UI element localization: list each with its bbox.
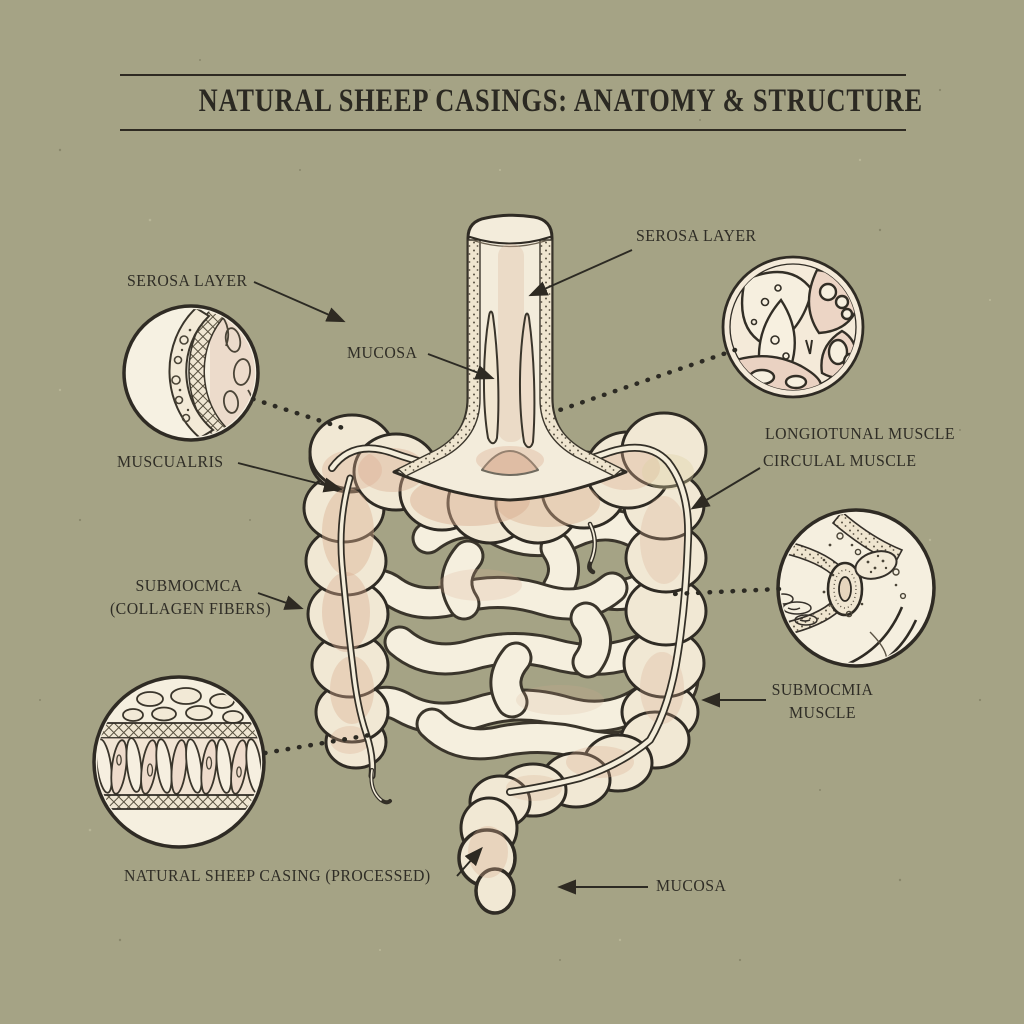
label-muscularis: MUSCUALRIS: [117, 452, 224, 471]
arrow-submucosa: [257, 592, 304, 610]
label-submucosa-muscle-line2: MUSCLE: [789, 703, 856, 722]
label-processed-casing: NATURAL SHEEP CASING (PROCESSED): [124, 866, 431, 885]
label-arrows: [237, 249, 766, 895]
page-title: NATURAL SHEEP CASINGS: ANATOMY & STRUCTU…: [198, 83, 923, 119]
connector-top-right-inset: [551, 347, 738, 415]
inset-tissue-layers-left: [122, 304, 260, 442]
title-rule-bottom: [120, 129, 906, 131]
label-serosa-layer-top: SEROSA LAYER: [636, 226, 757, 245]
arrow-muscularis: [237, 462, 343, 493]
arrow-serosa-top: [528, 249, 633, 297]
label-submucosa-muscle-line1: SUBMOCMIA: [771, 680, 874, 699]
label-submucosa-muscle: SUBMOCMIA MUSCLE: [764, 678, 880, 724]
arrow-mucosa-center: [427, 353, 495, 380]
inset-muscle-micro-right: [776, 508, 936, 668]
arrow-circular-muscle: [690, 467, 761, 510]
paper-texture: [39, 59, 992, 962]
dotted-connectors: [250, 347, 782, 756]
label-submucosa-line1: SUBMOCMCA: [135, 576, 243, 595]
label-submucosa-collagen: SUBMOCMCA (COLLAGEN FIBERS): [109, 574, 272, 620]
label-circular-muscle: CIRCULAL MUSCLE: [763, 451, 917, 470]
arrow-serosa-left: [253, 281, 346, 323]
arrow-processed-casing: [456, 846, 483, 877]
inset-serosa-cells-top-right: [721, 255, 865, 399]
label-serosa-layer-left: SEROSA LAYER: [127, 271, 248, 290]
inset-processed-casing-bottom-left: [92, 675, 266, 849]
title-rule-top: [120, 74, 906, 76]
central-tube: [392, 213, 628, 502]
label-longitudinal-muscle: LONGIOTUNAL MUSCLE: [765, 424, 956, 443]
label-mucosa-center: MUCOSA: [347, 343, 418, 362]
label-submucosa-line2: (COLLAGEN FIBERS): [109, 599, 272, 618]
label-mucosa-bottom: MUCOSA: [656, 876, 727, 895]
intestine-illustration: [302, 213, 708, 915]
casing-strand-appendix: [337, 474, 392, 805]
transverse-tail: [587, 521, 597, 575]
